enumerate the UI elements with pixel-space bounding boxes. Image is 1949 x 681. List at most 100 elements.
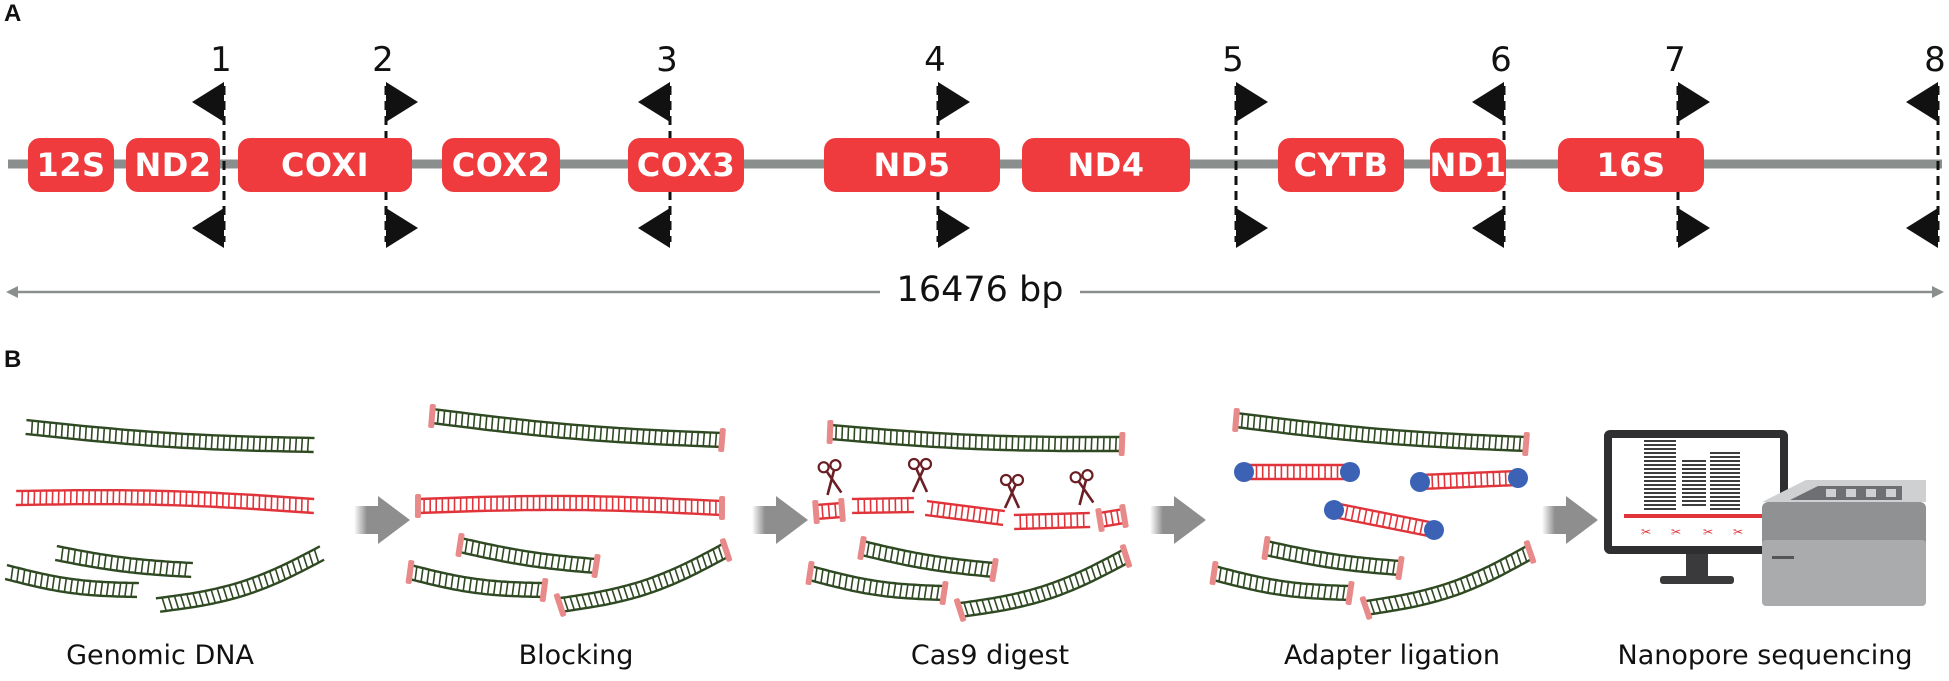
cut-site-7-label: 7 — [1664, 40, 1686, 80]
dna-rungs — [563, 546, 724, 612]
dna-rungs — [464, 539, 592, 573]
blocking-cap — [1359, 596, 1373, 620]
scissors-handle — [817, 461, 830, 474]
sequencing-read — [1682, 464, 1706, 466]
dna-backbone-top — [16, 489, 315, 501]
ruler-left-arrowhead — [6, 286, 18, 298]
guide-arrow-icon — [1906, 208, 1938, 248]
dna-backbone-top — [1266, 539, 1402, 563]
guide-arrow-icon — [1472, 208, 1504, 248]
ligation-dna-short — [1261, 535, 1405, 581]
sequencing-read — [1644, 452, 1676, 454]
dna-rungs — [414, 566, 540, 597]
scissors-blade — [911, 467, 926, 493]
genomic-dna-fragment — [4, 563, 139, 599]
scissors-handle — [907, 457, 921, 471]
gene-cox3: COX3 — [628, 138, 744, 192]
cut-site-6-label: 6 — [1490, 40, 1512, 80]
sequencing-read — [1644, 508, 1676, 510]
sequencing-read — [1710, 468, 1740, 470]
guide-arrow-icon — [938, 208, 970, 248]
dna-rungs — [930, 501, 1000, 525]
dna-rungs — [60, 547, 188, 577]
dna-backbone-bottom — [159, 558, 325, 613]
dna-rungs — [814, 567, 940, 600]
cut-mark-icon: ✂ — [1703, 525, 1713, 539]
dna-backbone-bottom — [562, 555, 729, 613]
blocking-cap — [553, 593, 567, 617]
dna-backbone-bottom — [25, 432, 314, 454]
gene-12s: 12S — [28, 138, 114, 192]
scissors-handle — [1081, 469, 1094, 482]
blocking-cap — [539, 577, 549, 603]
sequencing-read — [1710, 508, 1740, 510]
blocking-cap — [1395, 555, 1405, 581]
blocking-cap — [939, 580, 949, 606]
digest-dna-curved — [953, 544, 1133, 622]
genomic-dna-long — [25, 418, 315, 454]
cut-site-1-label: 1 — [210, 40, 232, 80]
sequencer-front — [1762, 540, 1926, 606]
cut-site-8-label: 8 — [1924, 40, 1946, 80]
blocking-cap — [989, 557, 999, 583]
dna-rungs — [1240, 413, 1522, 451]
step-arrow-3 — [1150, 496, 1206, 544]
sequencing-read — [1644, 484, 1676, 486]
dna-backbone-bottom — [1368, 557, 1533, 616]
monitor-stand — [1686, 554, 1708, 578]
digest-dna-fragment — [805, 560, 949, 606]
gene-nd1: ND1 — [1429, 138, 1506, 192]
blocking-cap — [826, 419, 834, 445]
digest-dna-short — [857, 535, 999, 583]
arrow-shaft — [354, 506, 380, 534]
blocking-cap — [1119, 544, 1133, 568]
gene-nd2: ND2 — [126, 138, 220, 192]
dna-backbone-bottom — [829, 437, 1122, 453]
step-arrow-4 — [1542, 496, 1598, 544]
step-label-genomic-dna: Genomic DNA — [66, 640, 254, 671]
blocked-dna-long — [428, 403, 726, 453]
target-dna — [15, 489, 315, 515]
guide-arrow-icon — [386, 208, 418, 248]
flowcell-port — [1846, 489, 1856, 497]
flowcell-port — [1886, 489, 1896, 497]
guide-arrow-icon — [1678, 82, 1710, 122]
dna-backbone-bottom — [1332, 515, 1433, 539]
gene-coxi: COXI — [238, 138, 412, 192]
dna-rungs — [857, 498, 909, 513]
dna-backbone-top — [1098, 507, 1124, 515]
adapter-ligated-target — [1410, 468, 1528, 492]
dna-backbone-top — [6, 563, 139, 585]
dna-backbone-bottom — [408, 577, 544, 599]
blocking-cap — [1209, 560, 1219, 586]
sequencing-read — [1644, 480, 1676, 482]
sequencing-read — [1644, 444, 1676, 446]
guide-arrow-icon — [1236, 82, 1268, 122]
dna-backbone-bottom — [962, 561, 1129, 618]
sequencer-icon — [1762, 480, 1926, 606]
blocked-dna-fragment — [405, 559, 549, 603]
dna-rungs — [834, 425, 1118, 452]
monitor-icon: ✂✂✂✂ — [1604, 430, 1788, 584]
step-label-nanopore-sequencing: Nanopore sequencing — [1617, 640, 1913, 671]
guide-arrow-icon — [1472, 82, 1504, 122]
dna-rungs — [423, 495, 717, 515]
arrow-head — [1566, 496, 1598, 544]
blocked-dna-short — [455, 532, 601, 579]
sequencing-read — [1644, 448, 1676, 450]
dna-backbone-top — [1236, 411, 1527, 439]
sequencing-read — [1710, 496, 1740, 498]
cut-mark-icon: ✂ — [1733, 525, 1743, 539]
blocking-cap — [1522, 431, 1530, 457]
guide-arrow-icon — [938, 82, 970, 122]
dna-backbone-top — [1363, 544, 1529, 603]
sequencing-read — [1644, 456, 1676, 458]
ligation-dna-fragment — [1209, 560, 1355, 606]
blocked-dna-curved — [553, 538, 733, 617]
dna-backbone-bottom — [1100, 521, 1126, 529]
scissors-handle — [1011, 473, 1025, 487]
blocking-cap — [414, 493, 422, 519]
flowcell-port — [1866, 489, 1876, 497]
dna-backbone-top — [26, 418, 315, 440]
dna-rungs — [963, 552, 1124, 617]
